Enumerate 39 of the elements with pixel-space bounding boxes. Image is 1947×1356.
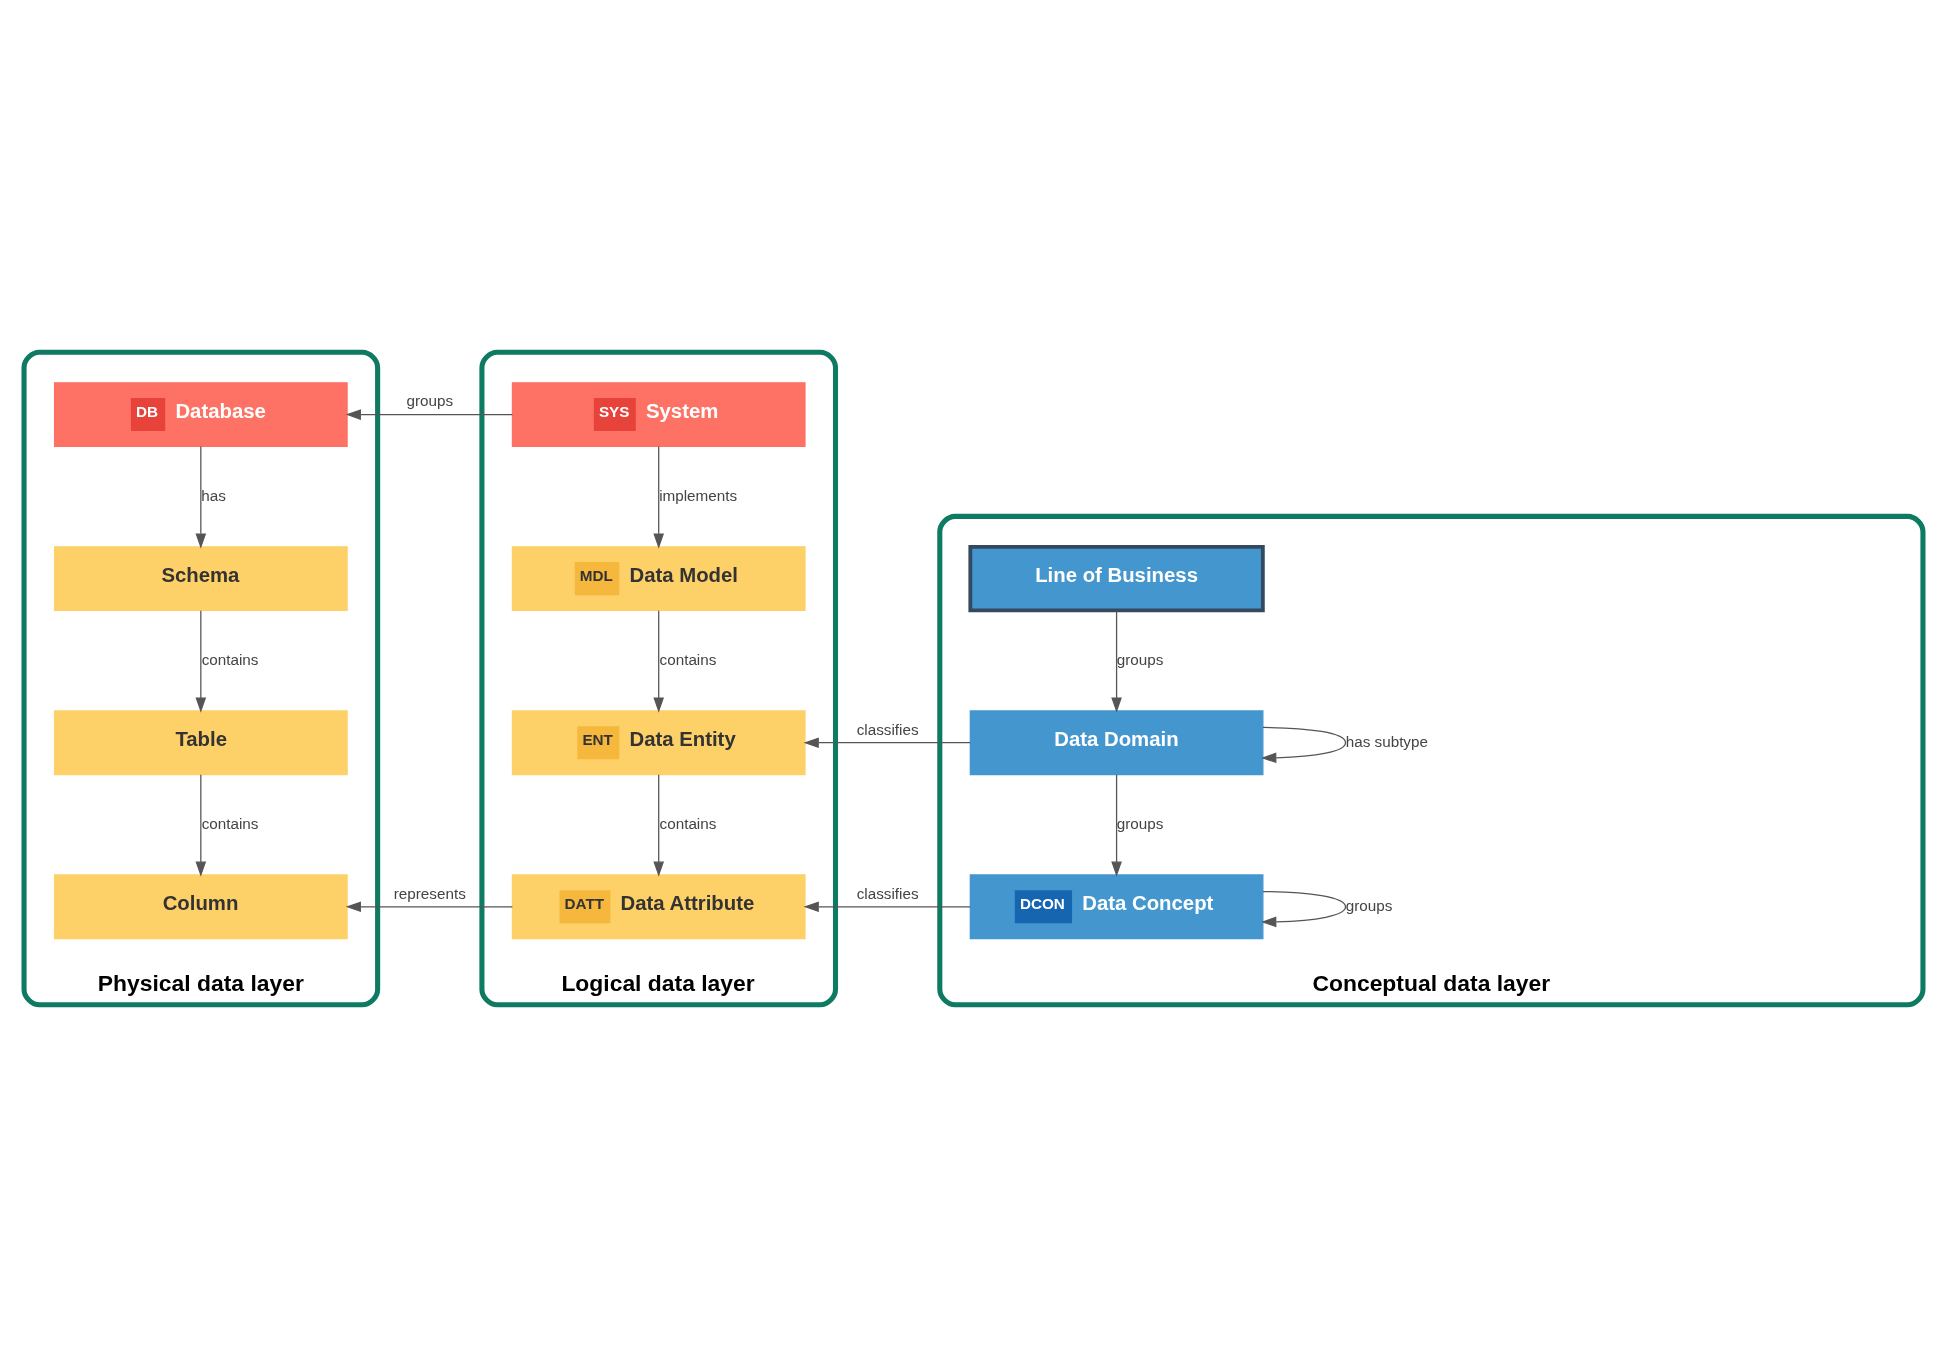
edge-label: contains [201, 814, 259, 832]
arrow [345, 900, 513, 912]
arrow [195, 609, 207, 713]
arrow [195, 445, 207, 549]
node-box: ENT Data Entity [511, 709, 806, 775]
edge-label: groups [1116, 814, 1164, 832]
arrow [195, 773, 207, 877]
edge-label: classifies [856, 884, 919, 902]
arrow [1111, 609, 1122, 713]
node-box: SYS System [511, 381, 806, 447]
node-box: Table [53, 709, 348, 775]
edge-label: groups [1116, 650, 1164, 668]
arrow [345, 408, 513, 420]
edge-label: contains [659, 650, 717, 668]
edge-label: classifies [856, 720, 919, 738]
edge-label: represents [393, 884, 466, 902]
arrow [803, 736, 971, 748]
edge-label: has subtype [1345, 732, 1428, 750]
arrow [1261, 726, 1347, 763]
edge-label: groups [406, 391, 454, 409]
node-box: Schema [53, 545, 348, 611]
arrow [653, 773, 665, 877]
edge-label: contains [201, 650, 259, 668]
edge-label: contains [659, 814, 717, 832]
node-box: Line of Business [968, 544, 1265, 612]
edge-label: implements [659, 486, 738, 504]
arrow [1261, 890, 1347, 927]
node-box: Column [53, 873, 348, 939]
edge-label: groups [1345, 896, 1393, 914]
edge-label: has [201, 486, 226, 504]
arrow [653, 609, 665, 713]
node-box: DCON Data Concept [969, 873, 1264, 939]
arrow [1111, 773, 1122, 877]
node-box: DATT Data Attribute [511, 873, 806, 939]
node-box: DB Database [53, 381, 348, 447]
arrow [803, 900, 971, 912]
node-box: Data Domain [969, 709, 1264, 775]
node-box: MDL Data Model [511, 545, 806, 611]
arrow [653, 445, 665, 549]
